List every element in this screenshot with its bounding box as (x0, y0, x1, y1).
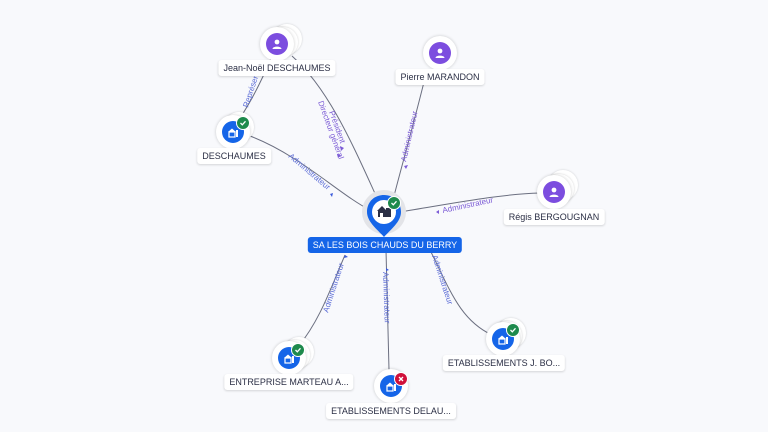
node-label[interactable]: Pierre MARANDON (395, 69, 485, 85)
person-icon (266, 33, 288, 55)
node-label[interactable]: DESCHAUMES (197, 148, 271, 164)
node-bubble[interactable] (216, 115, 250, 149)
status-closed-badge (394, 372, 408, 386)
company-building-icon (377, 206, 391, 217)
edge-label-pierre-admin: Administrateur (399, 110, 419, 163)
node-label[interactable]: ENTREPRISE MARTEAU A... (224, 374, 354, 390)
edge-label-marteau-admin: Administrateur (321, 261, 346, 313)
edge-delau-center (385, 249, 390, 371)
status-active-badge (387, 196, 401, 210)
person-icon (543, 181, 565, 203)
edge-regis-center (399, 192, 541, 213)
node-bubble[interactable] (260, 27, 294, 61)
cross-icon (398, 376, 404, 382)
edge-bo-center (429, 249, 493, 336)
check-icon (295, 347, 301, 353)
edge-pierre-center (393, 81, 425, 197)
check-icon (510, 327, 516, 333)
status-active-badge (506, 323, 520, 337)
edge-label-delau-admin: Administrateur (381, 272, 392, 324)
edge-label-bo-admin: Administrateur (430, 254, 455, 306)
node-label[interactable]: ETABLISSEMENTS DELAU... (326, 403, 456, 419)
node-label[interactable]: Jean-Noël DESCHAUMES (218, 60, 336, 76)
center-node-label[interactable]: SA LES BOIS CHAUDS DU BERRY (307, 237, 463, 253)
edge-arrow (404, 165, 408, 169)
edge-arrow (340, 146, 344, 151)
edge-arrow (436, 210, 439, 214)
check-icon (391, 200, 397, 206)
status-active-badge (236, 116, 250, 130)
edge-label-regis-admin: Administrateur (442, 195, 495, 215)
person-icon (429, 42, 451, 64)
status-active-badge (291, 343, 305, 357)
edge-arrow (337, 154, 341, 158)
node-bubble[interactable] (537, 175, 571, 209)
edge-label-deschaumes-admin: Administrateur (287, 152, 333, 192)
edge-deschaumes-center (249, 135, 371, 211)
node-label[interactable]: ETABLISSEMENTS J. BO... (442, 355, 566, 371)
node-bubble[interactable] (423, 36, 457, 70)
edge-arrow (344, 255, 348, 258)
edge-arrow (386, 268, 389, 271)
check-icon (240, 120, 246, 126)
node-label[interactable]: Régis BERGOUGNAN (503, 209, 605, 225)
edge-arrow (330, 193, 333, 197)
